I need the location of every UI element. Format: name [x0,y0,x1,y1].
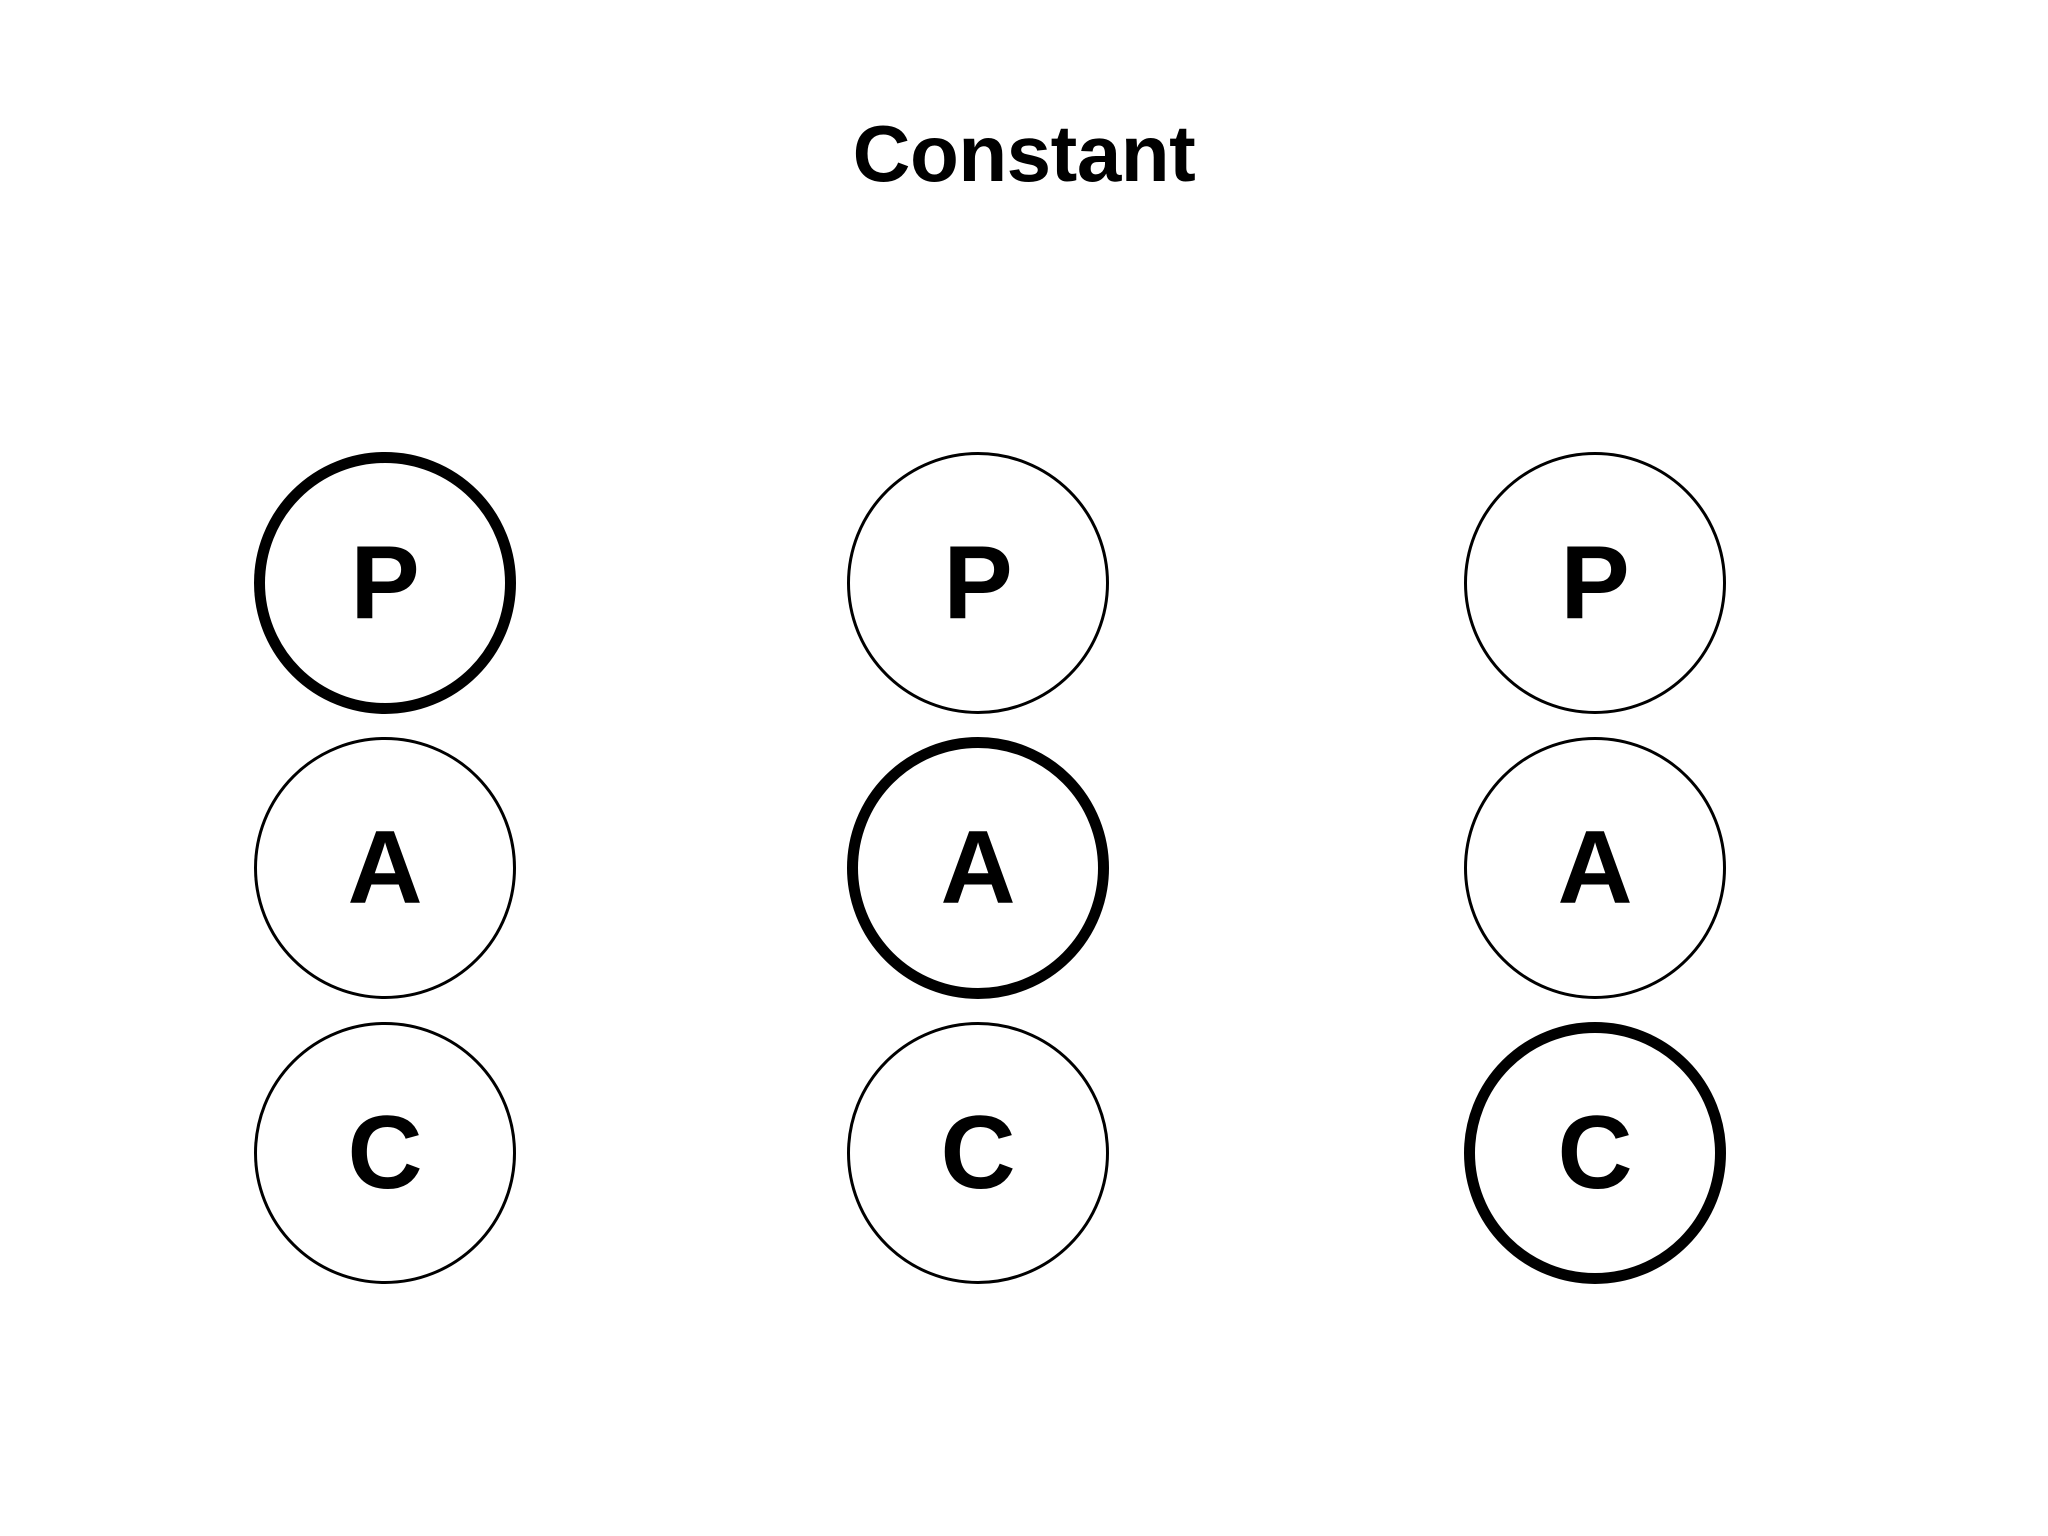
node-column-1: P A C [250,452,520,1284]
node-label-c: C [940,1095,1016,1211]
node-circle-p-column-3[interactable]: P [1464,452,1726,714]
node-label-c: C [347,1095,423,1211]
node-label-a: A [940,810,1016,926]
node-circle-a-column-3[interactable]: A [1464,737,1726,999]
node-column-3: P A C [1460,452,1730,1284]
node-circle-c-column-2[interactable]: C [847,1022,1109,1284]
node-label-a: A [347,810,423,926]
node-label-p: P [943,525,1013,641]
node-label-p: P [350,525,420,641]
node-circle-c-column-1[interactable]: C [254,1022,516,1284]
node-label-p: P [1560,525,1630,641]
node-label-a: A [1557,810,1633,926]
node-label-c: C [1557,1095,1633,1211]
page-title: Constant [852,109,1196,198]
node-circle-p-column-2[interactable]: P [847,452,1109,714]
node-circle-c-column-3[interactable]: C [1464,1022,1726,1284]
node-circle-a-column-1[interactable]: A [254,737,516,999]
node-circle-a-column-2[interactable]: A [847,737,1109,999]
node-circle-p-column-1[interactable]: P [254,452,516,714]
node-column-2: P A C [843,452,1113,1284]
